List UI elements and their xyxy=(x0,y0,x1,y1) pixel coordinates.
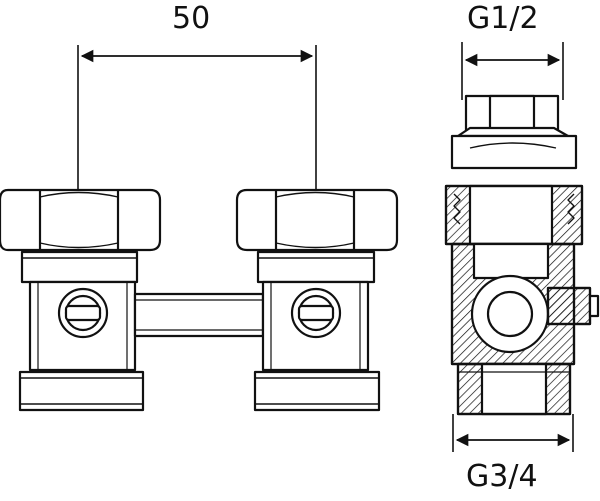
connecting-tube xyxy=(133,292,265,338)
right-valve-body xyxy=(235,188,399,412)
top-thread-label: G1/2 xyxy=(467,1,539,36)
side-section-view xyxy=(444,94,600,416)
center-distance-label: 50 xyxy=(172,1,211,36)
center-distance-dimension xyxy=(77,45,317,205)
left-valve-body xyxy=(0,188,162,412)
top-thread-dimension xyxy=(461,42,564,100)
bottom-thread-dimension xyxy=(452,414,574,452)
bottom-thread-label: G3/4 xyxy=(466,459,538,494)
